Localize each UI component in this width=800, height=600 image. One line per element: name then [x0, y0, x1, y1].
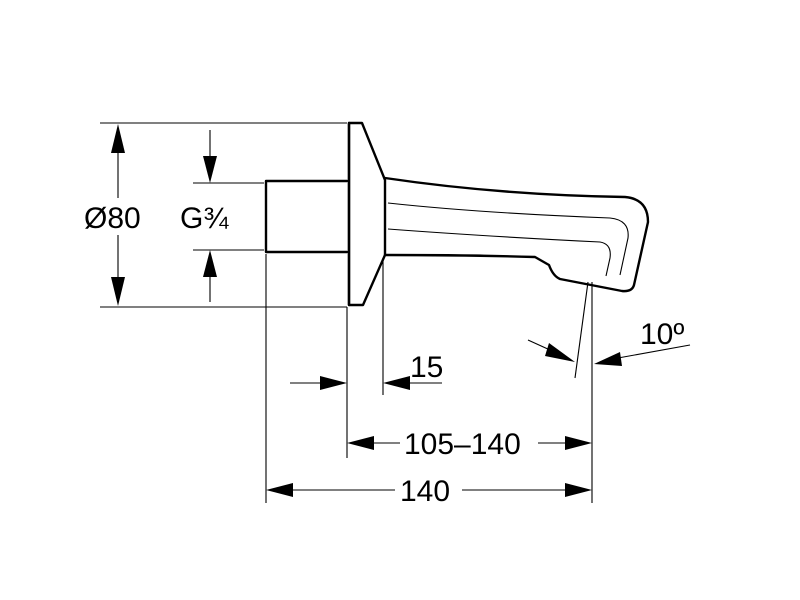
- spout-inner-line-lower: [387, 228, 611, 277]
- spout-body: [383, 176, 650, 293]
- angle-label: 10º: [640, 318, 684, 351]
- flange-depth-dimension: 15: [290, 351, 443, 390]
- ext-outlet-angle: [574, 281, 589, 379]
- spout-inner-line-upper: [387, 202, 629, 276]
- wall-flange: [347, 121, 387, 307]
- arrow-right: [565, 483, 592, 497]
- spout-outline: [264, 121, 650, 307]
- arrow-angle-left: [545, 343, 575, 362]
- arrow-right: [320, 376, 347, 390]
- thread-dimension: G¾: [180, 130, 229, 302]
- overall-length-label: 140: [400, 475, 450, 508]
- angle-dimension: 10º: [527, 318, 691, 366]
- arrow-up: [111, 124, 125, 153]
- arrow-down: [111, 277, 125, 306]
- arrow-left: [347, 436, 374, 450]
- overall-length-dimension: 140: [266, 475, 592, 508]
- arrow-left: [383, 376, 410, 390]
- extension-lines: [100, 122, 593, 503]
- arrow-angle-right: [594, 352, 622, 366]
- arrow-down: [203, 156, 217, 183]
- diameter-label: Ø80: [84, 202, 141, 235]
- diameter-dimension: Ø80: [84, 124, 141, 306]
- thread-connector: [264, 179, 349, 254]
- thread-label: G¾: [180, 202, 229, 235]
- projection-label: 105–140: [404, 428, 521, 461]
- arrow-right: [565, 436, 592, 450]
- projection-dimension: 105–140: [347, 428, 592, 461]
- flange-depth-label: 15: [410, 351, 443, 384]
- arrow-left: [266, 483, 293, 497]
- arrow-up: [203, 250, 217, 277]
